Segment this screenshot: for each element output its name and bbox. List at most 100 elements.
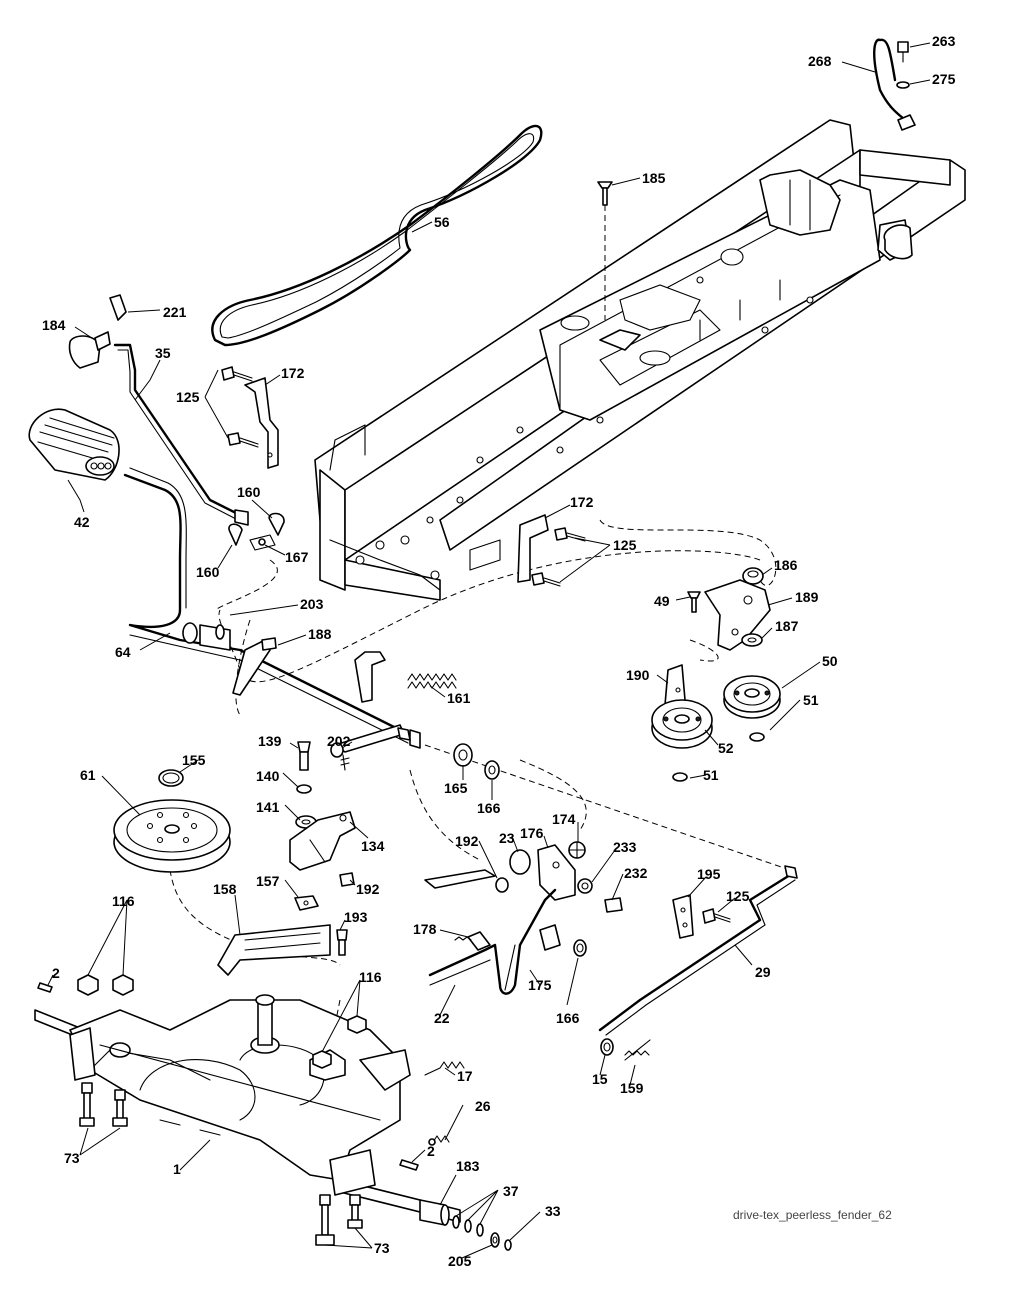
idler-pulleys (651, 675, 781, 782)
callout-125-lower: 125 (613, 537, 637, 553)
callout-176: 176 (520, 825, 544, 841)
callout-labels: 263 268 275 185 56 221 184 35 172 125 42… (42, 33, 956, 1269)
callout-73-left: 73 (64, 1150, 80, 1166)
parts-203-188 (215, 624, 277, 651)
rod-29 (598, 865, 798, 1061)
callout-52: 52 (718, 740, 734, 756)
callout-49: 49 (654, 593, 670, 609)
callout-1: 1 (173, 1161, 181, 1177)
callout-188: 188 (308, 626, 332, 642)
callout-15: 15 (592, 1071, 608, 1087)
callout-172-upper: 172 (281, 365, 305, 381)
callout-50: 50 (822, 653, 838, 669)
engine-pulley (113, 769, 231, 873)
chassis-frame (314, 119, 966, 601)
callout-160-upper: 160 (237, 484, 261, 500)
washers-165-166 (453, 743, 500, 780)
callout-61: 61 (80, 767, 96, 783)
callout-185: 185 (642, 170, 666, 186)
callout-203: 203 (300, 596, 324, 612)
callout-205: 205 (448, 1253, 472, 1269)
bracket-158 (217, 924, 348, 976)
rod-22 (428, 888, 587, 995)
callout-37: 37 (503, 1183, 519, 1199)
callout-275: 275 (932, 71, 956, 87)
clips-160-167 (228, 512, 285, 551)
callout-56: 56 (434, 214, 450, 230)
callout-187: 187 (775, 618, 799, 634)
callout-23: 23 (499, 830, 515, 846)
bypass-bracket (424, 841, 623, 913)
callout-221: 221 (163, 304, 187, 320)
callout-125-right: 125 (726, 888, 750, 904)
callout-2-lower: 2 (427, 1143, 435, 1159)
lever-rod-64 (123, 467, 421, 749)
callout-167: 167 (285, 549, 309, 565)
drive-belt (211, 124, 543, 347)
callout-51-upper: 51 (803, 692, 819, 708)
callout-64: 64 (115, 644, 131, 660)
callout-233: 233 (613, 839, 637, 855)
diagram-caption: drive-tex_peerless_fender_62 (733, 1208, 892, 1222)
callout-139: 139 (258, 733, 282, 749)
axle-hardware (399, 1159, 512, 1251)
bracket-195 (672, 894, 731, 939)
callout-51-lower: 51 (703, 767, 719, 783)
callout-26: 26 (475, 1098, 491, 1114)
bolts-73 (79, 1082, 363, 1246)
callout-192-upper: 192 (455, 833, 479, 849)
callout-166-lower: 166 (556, 1010, 580, 1026)
tensioner-bracket (289, 741, 356, 911)
callout-116-right: 116 (359, 969, 382, 985)
callout-116-left: 116 (112, 893, 135, 909)
callout-166-upper: 166 (477, 800, 501, 816)
callout-232: 232 (624, 865, 648, 881)
callout-157: 157 (256, 873, 280, 889)
callout-134: 134 (361, 838, 385, 854)
callout-2-upper: 2 (52, 965, 60, 981)
bracket-172-lower (517, 514, 586, 587)
callout-202: 202 (327, 733, 351, 749)
bolt-185 (597, 181, 613, 320)
pedal-assembly (28, 294, 249, 526)
callout-165: 165 (444, 780, 468, 796)
callout-195: 195 (697, 866, 721, 882)
callout-184: 184 (42, 317, 66, 333)
callout-174: 174 (552, 811, 576, 827)
callout-186: 186 (774, 557, 798, 573)
callout-160-lower: 160 (196, 564, 220, 580)
callout-175: 175 (528, 977, 552, 993)
callout-17: 17 (457, 1068, 473, 1084)
callout-192-lower: 192 (356, 881, 380, 897)
arm-202 (330, 724, 411, 771)
callout-268: 268 (808, 53, 832, 69)
callout-33: 33 (545, 1203, 561, 1219)
callout-172-lower: 172 (570, 494, 594, 510)
idler-assembly (664, 567, 771, 721)
callout-42: 42 (74, 514, 90, 530)
callout-141: 141 (256, 799, 280, 815)
callout-183: 183 (456, 1158, 480, 1174)
callout-158: 158 (213, 881, 237, 897)
callout-22: 22 (434, 1010, 450, 1026)
callout-189: 189 (795, 589, 819, 605)
callout-140: 140 (256, 768, 280, 784)
callout-35: 35 (155, 345, 171, 361)
callout-159: 159 (620, 1080, 644, 1096)
callout-263: 263 (932, 33, 956, 49)
transaxle (34, 994, 461, 1223)
callout-155: 155 (182, 752, 206, 768)
bracket-172-upper (221, 366, 279, 469)
callout-125-upper: 125 (176, 389, 200, 405)
callout-73-right: 73 (374, 1240, 390, 1256)
callout-190: 190 (626, 667, 650, 683)
callout-178: 178 (413, 921, 437, 937)
top-right-parts (873, 38, 916, 131)
callout-193: 193 (344, 909, 368, 925)
callout-leaders (47, 42, 931, 1259)
callout-29: 29 (755, 964, 771, 980)
callout-161: 161 (447, 690, 471, 706)
nuts-116-left (37, 974, 134, 996)
